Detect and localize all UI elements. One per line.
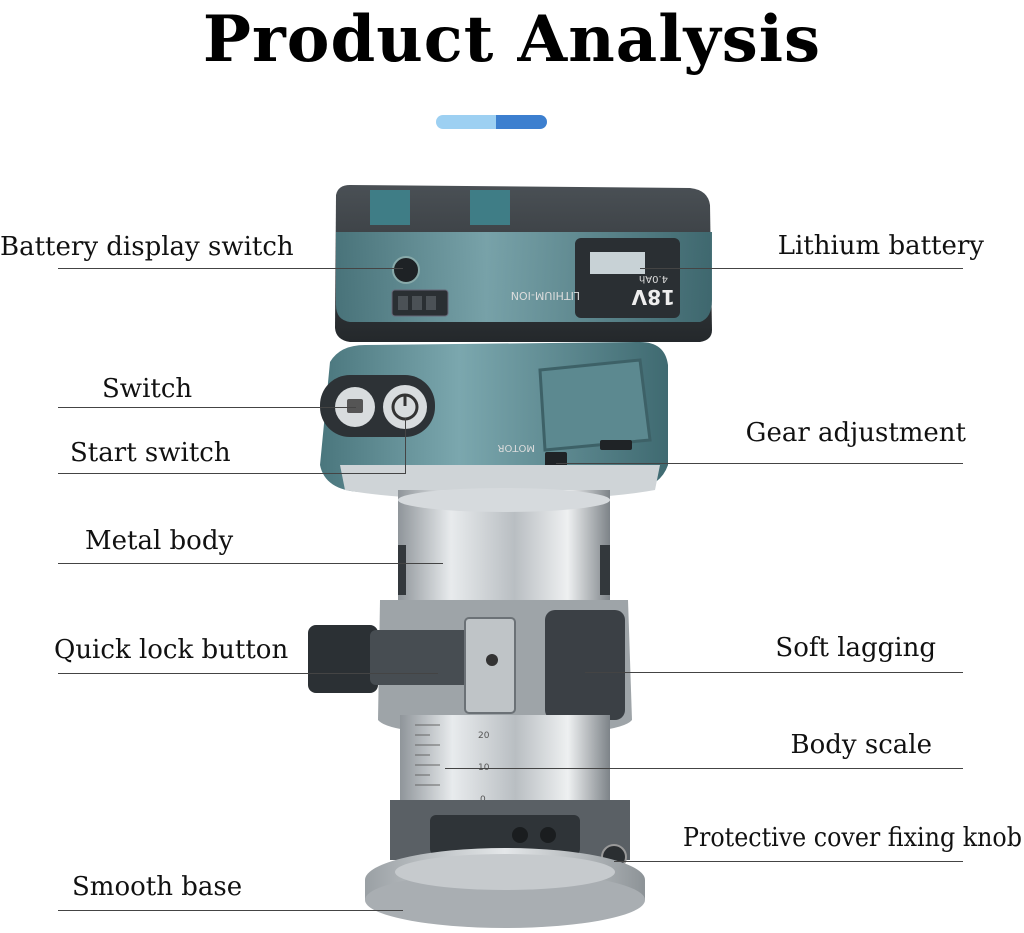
scale-20-marking: 20 (478, 731, 490, 741)
clamp-section (308, 600, 632, 735)
metal-body (398, 488, 610, 605)
label-soft-lagging: Soft lagging (775, 633, 936, 663)
leader-quick-lock-button (58, 673, 438, 674)
label-switch: Switch (102, 374, 193, 404)
label-gear-adjustment: Gear adjustment (745, 418, 966, 448)
lithium-battery-pack: LITHIUM-ION 18V 4.0Ah (335, 185, 712, 342)
label-metal-body: Metal body (85, 526, 234, 556)
label-quick-lock-button: Quick lock button (54, 635, 289, 665)
divider-light-segment (436, 115, 496, 129)
title-divider (436, 115, 547, 129)
label-lithium-battery: Lithium battery (777, 231, 984, 261)
leader-soft-lagging (585, 672, 963, 673)
leader-switch (58, 407, 356, 408)
leader-start-switch-vertical (405, 418, 406, 474)
leader-lithium-battery (640, 268, 963, 269)
leader-start-switch (58, 473, 405, 474)
leader-smooth-base (58, 910, 403, 911)
label-smooth-base: Smooth base (72, 872, 243, 902)
leader-gear-adjustment (556, 463, 963, 464)
battery-type-marking: LITHIUM-ION (511, 289, 580, 302)
divider-dark-segment (496, 115, 547, 129)
leader-protective-cover-fixing-knob (614, 861, 963, 862)
motor-housing: MOTOR (320, 342, 668, 500)
capacity-marking: 4.0Ah (639, 273, 668, 284)
leader-battery-display-switch (58, 268, 403, 269)
motor-marking: MOTOR (498, 442, 535, 453)
label-battery-display-switch: Battery display switch (0, 232, 294, 262)
leader-metal-body (58, 563, 443, 564)
smooth-base (365, 848, 645, 928)
label-protective-cover-fixing-knob: Protective cover fixing knob (683, 823, 1022, 853)
label-body-scale: Body scale (790, 730, 932, 760)
voltage-marking: 18V (631, 285, 675, 309)
lower-body: 20 10 0 (390, 715, 630, 870)
page-title: Product Analysis (202, 2, 822, 77)
leader-body-scale (445, 768, 963, 769)
label-start-switch: Start switch (70, 438, 231, 468)
